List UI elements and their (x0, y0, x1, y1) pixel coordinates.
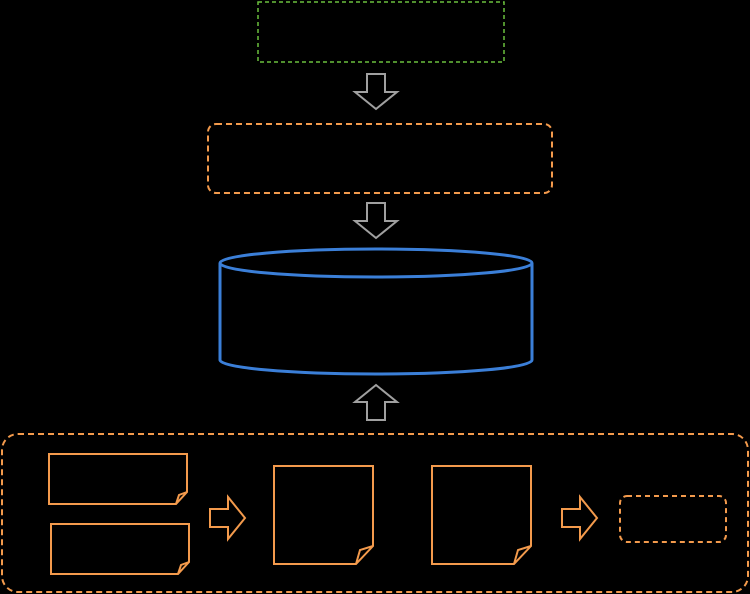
result-box (619, 495, 727, 543)
arrow-down-2 (352, 202, 400, 240)
note-3 (273, 465, 374, 565)
note-4 (431, 465, 532, 565)
top-box (257, 1, 505, 63)
arrow-down-1 (352, 73, 400, 111)
arrow-right-2 (561, 494, 599, 542)
note-2 (50, 523, 190, 575)
note-1 (48, 453, 188, 505)
arrow-up (352, 383, 400, 421)
arrow-right-1 (209, 494, 247, 542)
database-cylinder (218, 247, 534, 376)
middle-box (207, 123, 553, 194)
bottom-container (1, 433, 749, 593)
